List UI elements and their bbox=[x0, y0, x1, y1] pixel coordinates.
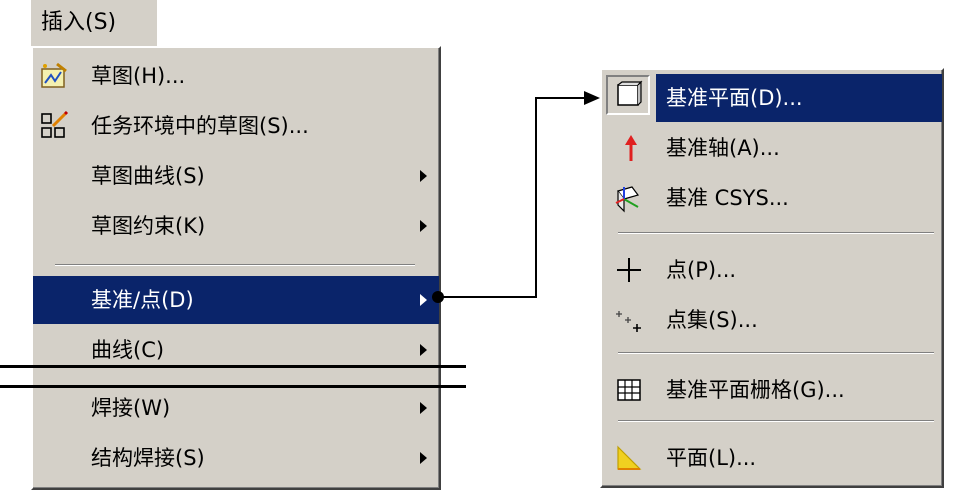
overlay-line bbox=[0, 365, 466, 368]
menu-item-weld[interactable]: 焊接(W) bbox=[33, 384, 439, 432]
insert-menu: 草图(H)... 任务环境中的草图(S)... 草图曲线(S) 草图约束(K) … bbox=[31, 46, 441, 490]
datum-axis-icon bbox=[625, 135, 637, 161]
sketch-icon bbox=[41, 62, 67, 88]
menu-item-sketch-curve[interactable]: 草图曲线(S) bbox=[33, 152, 439, 200]
point-icon bbox=[617, 258, 641, 282]
submenu-item-datum-axis[interactable]: 基准轴(A)... bbox=[602, 124, 942, 172]
submenu-item-datum-plane[interactable]: 基准平面(D)... bbox=[656, 74, 942, 122]
menu-item-label: 平面(L)... bbox=[666, 446, 757, 470]
submenu-item-point-set[interactable]: 点集(S)... bbox=[602, 296, 942, 344]
submenu-arrow-icon bbox=[420, 170, 427, 182]
submenu-arrow-icon bbox=[420, 402, 427, 414]
menu-item-label: 基准/点(D) bbox=[91, 288, 194, 312]
menu-item-sketch-in-task-environment[interactable]: 任务环境中的草图(S)... bbox=[33, 102, 439, 150]
point-set-icon bbox=[616, 311, 641, 332]
menu-item-label: 结构焊接(S) bbox=[91, 446, 205, 470]
submenu-arrow-icon bbox=[420, 294, 427, 306]
datum-point-submenu: 基准平面(D)... 基准轴(A)... 基准 CSYS... 点(P)... bbox=[600, 68, 944, 488]
menu-item-sketch[interactable]: 草图(H)... bbox=[33, 52, 439, 100]
menu-separator bbox=[618, 232, 934, 234]
menu-item-label: 任务环境中的草图(S)... bbox=[91, 114, 309, 138]
menu-item-label: 草图(H)... bbox=[91, 64, 186, 88]
menu-item-label: 基准 CSYS... bbox=[666, 186, 789, 210]
menu-separator bbox=[618, 420, 934, 422]
menu-item-label: 曲线(C) bbox=[91, 338, 165, 362]
submenu-item-datum-plane-grid[interactable]: 基准平面栅格(G)... bbox=[602, 366, 942, 414]
datum-plane-icon-frame bbox=[606, 75, 650, 115]
menu-item-label: 点集(S)... bbox=[666, 308, 758, 332]
submenu-item-datum-csys[interactable]: 基准 CSYS... bbox=[602, 174, 942, 222]
submenu-arrow-icon bbox=[420, 452, 427, 464]
menu-item-label: 基准平面(D)... bbox=[666, 86, 803, 110]
menu-item-label: 点(P)... bbox=[666, 258, 737, 282]
datum-csys-icon bbox=[615, 186, 640, 213]
menu-item-label: 草图约束(K) bbox=[91, 214, 206, 238]
datum-plane-icon bbox=[617, 80, 643, 106]
submenu-item-point[interactable]: 点(P)... bbox=[602, 246, 942, 294]
menu-insert[interactable]: 插入(S) bbox=[31, 0, 157, 46]
menu-item-sketch-constraint[interactable]: 草图约束(K) bbox=[33, 202, 439, 250]
menu-item-datum-point[interactable]: 基准/点(D) bbox=[33, 276, 439, 324]
submenu-arrow-icon bbox=[420, 220, 427, 232]
menu-item-curve[interactable]: 曲线(C) bbox=[33, 326, 439, 374]
plane-icon bbox=[617, 445, 642, 470]
menu-separator bbox=[55, 264, 415, 266]
overlay-line bbox=[0, 385, 466, 388]
menu-item-label: 草图曲线(S) bbox=[91, 164, 205, 188]
datum-plane-grid-icon bbox=[617, 379, 641, 401]
menu-item-label: 基准轴(A)... bbox=[666, 136, 780, 160]
menu-item-label: 焊接(W) bbox=[91, 396, 171, 420]
menu-item-label: 基准平面栅格(G)... bbox=[666, 378, 845, 402]
submenu-arrow-icon bbox=[420, 344, 427, 356]
submenu-item-plane[interactable]: 平面(L)... bbox=[602, 434, 942, 482]
menu-separator bbox=[618, 352, 934, 354]
menu-item-structure-weld[interactable]: 结构焊接(S) bbox=[33, 434, 439, 482]
sketch-in-task-icon bbox=[41, 111, 69, 138]
